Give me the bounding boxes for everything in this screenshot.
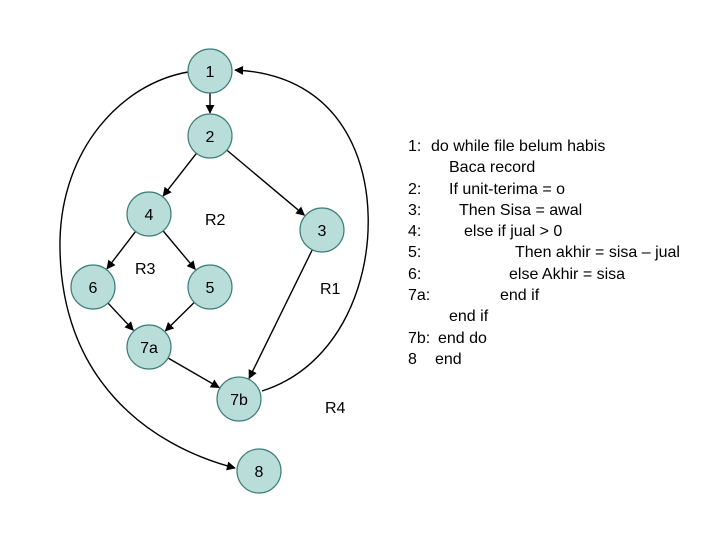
region-label-r3: R3 xyxy=(135,261,156,278)
code-line: 1: do while file belum habis xyxy=(408,136,718,157)
node-circle xyxy=(70,264,116,310)
code-line-number: 8 xyxy=(408,350,417,368)
node-circle xyxy=(126,324,172,370)
code-line-text: else Akhir = sisa xyxy=(509,265,626,283)
code-line-number: 5: xyxy=(408,244,422,262)
edge-3-to-7b xyxy=(248,249,313,380)
code-line: 4: else if jual > 0 xyxy=(408,221,718,242)
code-line: 7b: end do xyxy=(408,328,718,349)
node-label: 7a xyxy=(140,340,158,357)
code-line-text: end if xyxy=(500,287,540,305)
code-line: Baca record xyxy=(408,157,718,178)
code-line-number: 6: xyxy=(408,265,422,283)
node-6: 6 xyxy=(70,264,116,310)
node-8: 8 xyxy=(236,448,282,494)
node-circle xyxy=(299,207,345,253)
nodes-layer: 1 2 3 4 5 6 7a 7b 8 xyxy=(70,48,345,494)
code-line-text: Then Sisa = awal xyxy=(459,201,583,219)
code-line-text: end xyxy=(435,350,462,368)
code-line-text: else if jual > 0 xyxy=(464,223,563,241)
node-label: 1 xyxy=(206,64,215,81)
node-circle xyxy=(236,448,282,494)
node-1: 1 xyxy=(187,48,233,94)
region-label-r1: R1 xyxy=(320,281,341,298)
edge-4-to-5 xyxy=(162,230,196,271)
code-line-number: 1: xyxy=(408,138,422,155)
node-7a: 7a xyxy=(126,324,172,370)
code-line-number: 2: xyxy=(408,180,422,198)
node-label: 2 xyxy=(206,129,215,146)
region-label-r4: R4 xyxy=(325,400,346,417)
node-label: 5 xyxy=(206,280,215,297)
edge-6-to-7a xyxy=(107,302,134,331)
code-line-text: end if xyxy=(449,308,489,326)
node-4: 4 xyxy=(126,191,172,237)
code-line-text: Baca record xyxy=(449,159,536,177)
code-line: 5: Then akhir = sisa – jual xyxy=(408,242,718,263)
node-2: 2 xyxy=(187,113,233,159)
edge-1-to-8 xyxy=(59,71,236,471)
code-line-number: 7a: xyxy=(408,287,431,305)
edge-7a-to-7b xyxy=(167,357,220,389)
code-line: 8 end xyxy=(408,349,718,370)
code-line-number: 3: xyxy=(408,201,422,219)
region-label-r2: R2 xyxy=(205,212,226,229)
code-line-text: do while file belum habis xyxy=(431,138,606,155)
edge-4-to-6 xyxy=(106,231,137,270)
node-circle xyxy=(187,113,233,159)
code-line-number: 7b: xyxy=(408,329,431,347)
node-label: 3 xyxy=(318,223,327,240)
node-circle xyxy=(216,376,262,422)
node-label: 7b xyxy=(230,392,248,409)
node-5: 5 xyxy=(187,264,233,310)
node-7b: 7b xyxy=(216,376,262,422)
edges-layer xyxy=(59,65,369,471)
node-label: 4 xyxy=(145,207,154,224)
code-line: 3: Then Sisa = awal xyxy=(408,200,718,221)
node-circle xyxy=(126,191,172,237)
edge-2-to-3 xyxy=(226,149,306,216)
node-label: 6 xyxy=(89,280,98,297)
node-label: 8 xyxy=(255,464,264,481)
code-line: 2: If unit-terima = o xyxy=(408,179,718,200)
code-line-text: Then akhir = sisa – jual xyxy=(515,244,680,262)
code-line: end if xyxy=(408,306,718,327)
code-line: 6: else Akhir = sisa xyxy=(408,264,718,285)
code-line-number: 4: xyxy=(408,223,422,241)
edge-7b-to-1 xyxy=(234,65,369,392)
node-circle xyxy=(187,48,233,94)
code-line-text: end do xyxy=(438,329,487,347)
node-3: 3 xyxy=(299,207,345,253)
edge-5-to-7a xyxy=(164,301,195,332)
code-line: 7a: end if xyxy=(408,285,718,306)
node-circle xyxy=(187,264,233,310)
edge-2-to-4 xyxy=(162,152,197,197)
code-line-text: If unit-terima = o xyxy=(449,180,566,198)
